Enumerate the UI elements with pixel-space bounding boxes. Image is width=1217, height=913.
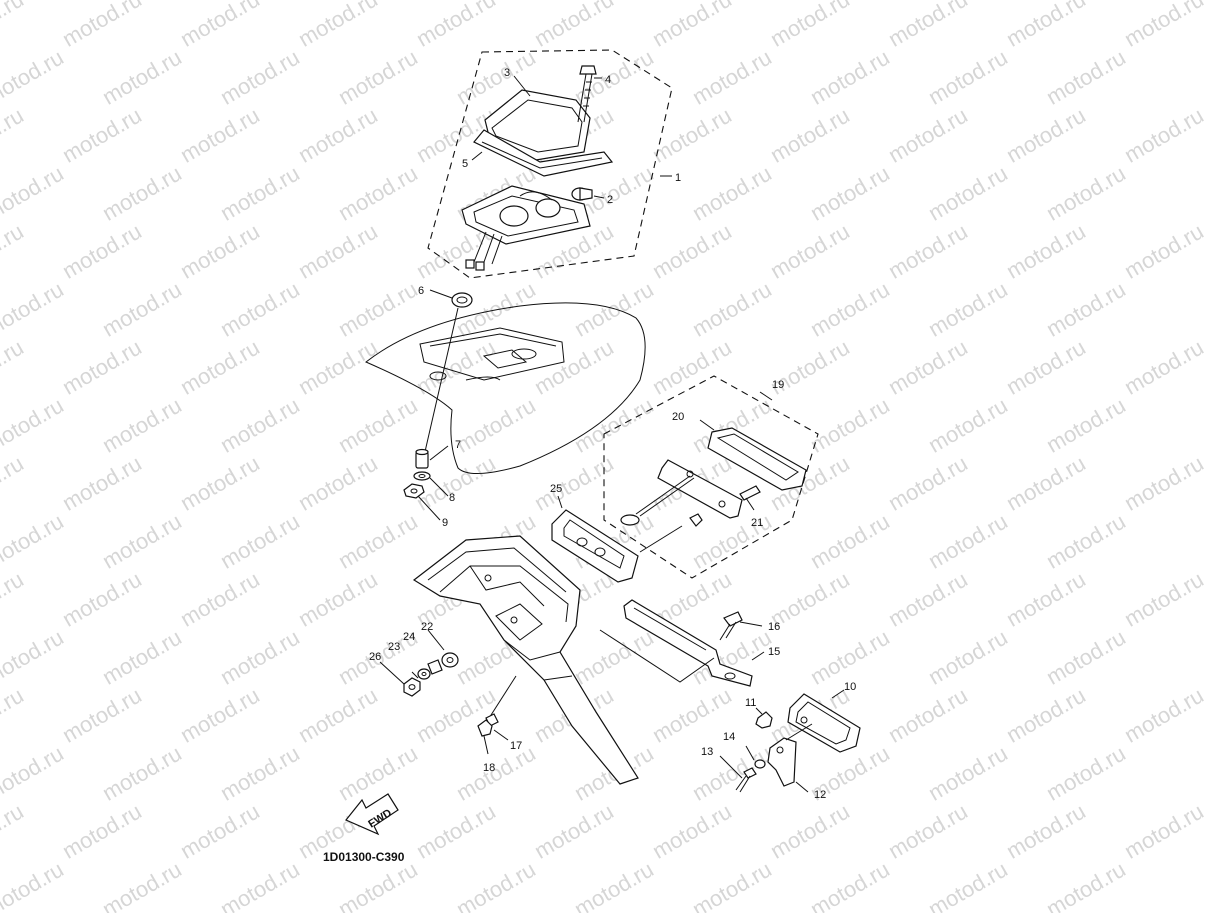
leader-6-7 [423, 307, 459, 457]
grommet-part-22 [441, 652, 459, 668]
callouts: 1 2 3 4 5 6 7 8 9 10 11 12 13 14 15 16 1… [369, 67, 856, 801]
grommet-part-6 [451, 292, 473, 308]
nut-part-26 [403, 677, 421, 697]
bulb-part-2 [571, 187, 593, 201]
callout-15: 15 [768, 646, 780, 658]
washer-part-23 [417, 668, 431, 680]
rear-cowl [365, 302, 646, 475]
callout-25: 25 [550, 483, 562, 495]
light-housing [461, 185, 591, 271]
reflector-part-10 [787, 693, 861, 753]
callout-12: 12 [814, 789, 826, 801]
callout-24: 24 [403, 631, 415, 643]
rear-fender [412, 535, 639, 785]
callout-14: 14 [723, 731, 735, 743]
nut-part-11 [755, 711, 773, 729]
gasket-part-5 [473, 129, 614, 177]
collar-part-7 [415, 448, 429, 469]
nut-part-18 [477, 719, 493, 737]
callout-3: 3 [504, 67, 510, 79]
callout-18: 18 [483, 762, 495, 774]
callout-9: 9 [442, 517, 448, 529]
leader-19-25 [639, 525, 683, 553]
callout-8: 8 [449, 492, 455, 504]
callout-13: 13 [701, 746, 713, 758]
assembly-1-boundary [427, 49, 673, 279]
collar-part-24 [427, 659, 443, 675]
gasket-part-25 [551, 509, 639, 583]
license-light-bracket [620, 459, 743, 527]
callout-11: 11 [745, 697, 756, 709]
bracket-part-12 [767, 723, 813, 787]
callout-leaders [379, 75, 845, 793]
callout-20: 20 [672, 411, 684, 423]
callout-1: 1 [675, 172, 681, 184]
screw-part-4 [577, 65, 597, 123]
callout-7: 7 [455, 439, 461, 451]
license-light-part-20 [707, 427, 807, 491]
diagram-code: 1D01300-C390 [323, 850, 405, 864]
callout-2: 2 [607, 194, 613, 206]
callout-6: 6 [418, 285, 424, 297]
washer-part-14 [754, 759, 766, 769]
callout-17: 17 [510, 740, 522, 752]
washer-part-8 [413, 471, 431, 481]
bracket-part-15 [623, 599, 753, 687]
callout-4: 4 [605, 74, 611, 86]
callout-26: 26 [369, 651, 381, 663]
callout-21: 21 [751, 517, 763, 529]
callout-22: 22 [421, 621, 433, 633]
assembly-19-boundary [603, 375, 819, 579]
callout-23: 23 [388, 641, 400, 653]
callout-5: 5 [462, 158, 468, 170]
callout-16: 16 [768, 621, 780, 633]
connector-part-21 [739, 485, 761, 501]
callout-10: 10 [844, 681, 856, 693]
leader-fender-15 [599, 629, 715, 683]
callout-19: 19 [772, 379, 784, 391]
bolt-part-13 [735, 767, 757, 793]
bolt-part-16 [719, 611, 743, 641]
fwd-arrow: FWD [345, 793, 399, 836]
nut-part-9 [403, 483, 425, 499]
